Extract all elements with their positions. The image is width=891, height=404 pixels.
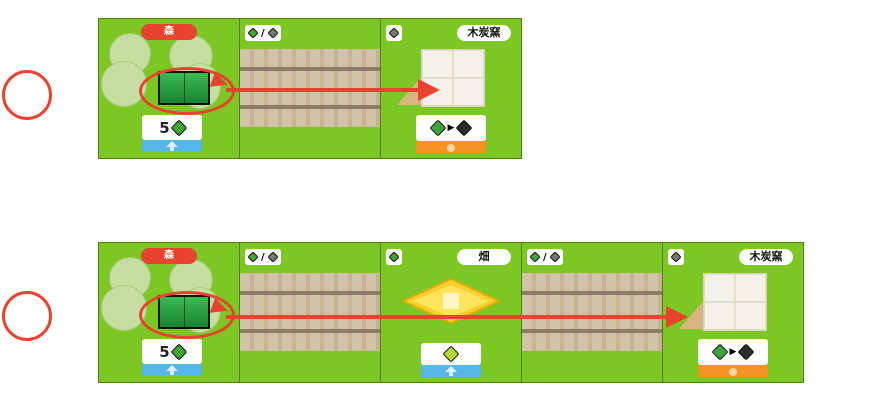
conversion-card: ▶ [416, 115, 486, 141]
field-tile[interactable]: 畑 [380, 242, 522, 383]
forest-tile[interactable]: 森 5 [98, 242, 240, 383]
water-bar [142, 364, 202, 376]
tile-strip-2: 森 5 / 畑 [98, 242, 804, 383]
route-arrow [226, 88, 420, 92]
route-arrow-head [666, 306, 688, 328]
resource-slash: / [543, 251, 547, 263]
rail-track [240, 273, 380, 351]
kiln-label: 木炭窯 [739, 249, 793, 265]
convert-arrow-icon: ▶ [729, 347, 737, 357]
stone-cube-icon [388, 27, 400, 39]
field-label: 畑 [457, 249, 511, 265]
convert-arrow-icon: ▶ [447, 123, 455, 133]
stone-cube-icon [266, 251, 279, 263]
water-bar [142, 140, 202, 152]
track-tile[interactable]: / [239, 242, 381, 383]
field-produce-card [421, 343, 481, 365]
charcoal-cube-icon [737, 343, 755, 361]
forest-tile[interactable]: 森 5 [98, 18, 240, 159]
wood-cube-icon [429, 119, 447, 137]
kiln-tile[interactable]: 木炭窯 ▶ [662, 242, 804, 383]
resource-slash: / [261, 251, 265, 263]
wood-cube-icon [170, 343, 188, 360]
wood-cube-icon [247, 251, 259, 263]
wood-cube-icon [247, 27, 259, 39]
wood-stock-card: 5 [142, 339, 202, 364]
stone-cube-icon [266, 27, 279, 39]
kiln-empty-slot[interactable] [703, 273, 767, 331]
kiln-label: 木炭窯 [457, 25, 511, 41]
up-arrow-icon [166, 141, 178, 151]
field-plot-icon [401, 277, 501, 325]
resource-slash: / [261, 27, 265, 39]
wood-stock-count: 5 [159, 118, 170, 137]
resource-tag [386, 249, 402, 265]
conversion-card: ▶ [698, 339, 768, 365]
route-arrow-head [418, 79, 440, 101]
flame-icon [729, 368, 737, 376]
resource-tag: / [245, 25, 281, 41]
forest-label: 森 [141, 24, 197, 40]
track-tile[interactable]: / [521, 242, 663, 383]
resource-tag [386, 25, 402, 41]
resource-tag: / [527, 249, 563, 265]
resource-tag: / [245, 249, 281, 265]
stone-cube-icon [670, 251, 682, 263]
wood-cube-icon [388, 251, 400, 263]
kiln-tile[interactable]: 木炭窯 ▶ [380, 18, 522, 159]
wood-cube-icon [529, 251, 541, 263]
fire-bar [698, 365, 768, 377]
flame-icon [447, 144, 455, 152]
ok-circle-mark [2, 291, 52, 341]
grain-cube-icon [442, 345, 460, 363]
resource-tag [668, 249, 684, 265]
tree-icon [101, 61, 147, 107]
wood-cube-icon [170, 119, 188, 136]
fire-bar [416, 141, 486, 153]
stone-cube-icon [548, 251, 561, 263]
charcoal-cube-icon [455, 119, 473, 137]
up-arrow-icon [445, 366, 457, 376]
wood-stock-count: 5 [159, 342, 170, 361]
wood-cube-icon [711, 343, 729, 361]
route-arrow [226, 315, 670, 319]
forest-label: 森 [141, 248, 197, 264]
water-bar [421, 365, 481, 377]
ok-circle-mark [2, 70, 52, 120]
rail-track [522, 273, 662, 351]
wood-stock-card: 5 [142, 115, 202, 140]
up-arrow-icon [166, 365, 178, 375]
